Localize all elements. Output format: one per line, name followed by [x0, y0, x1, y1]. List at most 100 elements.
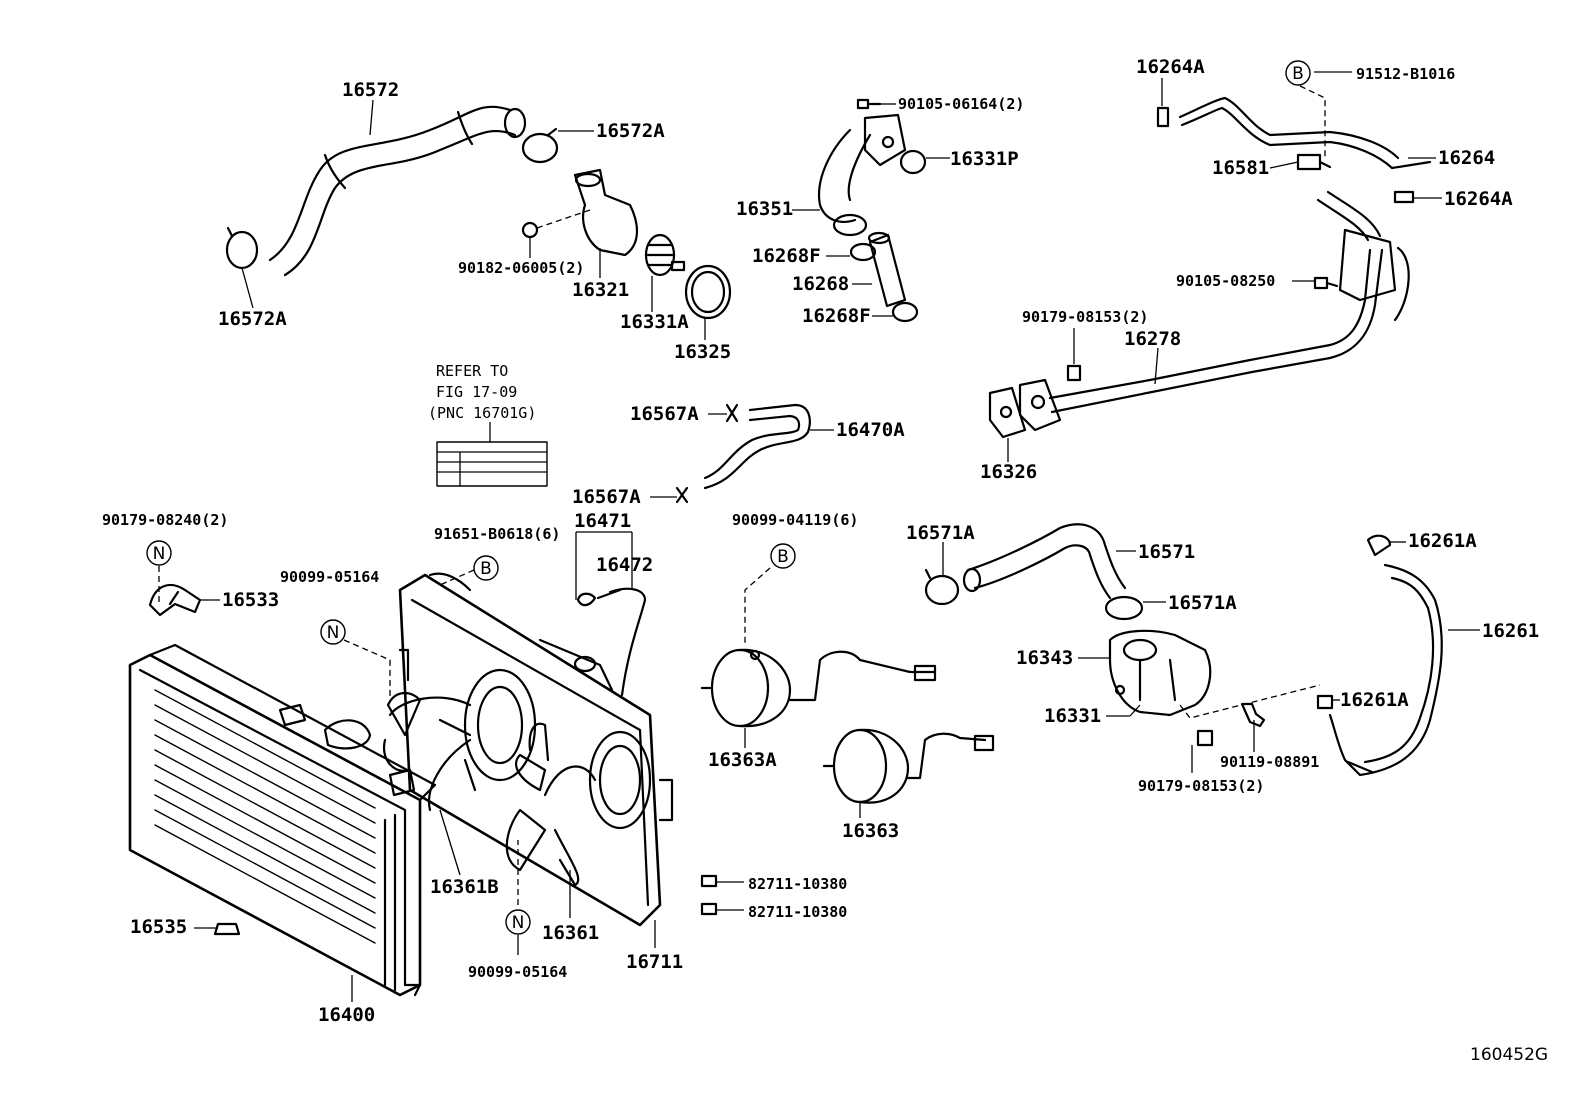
hose-16470A: [703, 403, 811, 490]
label-16567A-top: 16567A: [630, 403, 699, 425]
ref-line-90099-05164-top: [343, 639, 391, 700]
marker-b-91651: B: [473, 555, 499, 581]
label-90179-08240: 90179-08240(2): [102, 511, 228, 529]
ref-line-90099-04119: [744, 567, 771, 645]
leader-lines: [194, 71, 1480, 1002]
svg-text:N: N: [512, 913, 525, 933]
label-16331A: 16331A: [620, 311, 689, 333]
clips-82711: [700, 874, 718, 916]
hose-clamp-16571A-right: [1104, 595, 1144, 621]
hose-clamp-16572A-top: [521, 127, 559, 164]
label-16326: 16326: [980, 461, 1037, 483]
upper-radiator-hose-16572: [268, 105, 527, 277]
nut-90179-08153-top: [1066, 364, 1082, 382]
label-16321: 16321: [572, 279, 629, 301]
thermostat-16331: [1179, 684, 1321, 719]
lower-radiator-hose-16261: [1328, 563, 1443, 777]
label-16268F-bottom: 16268F: [802, 305, 871, 327]
fan-motor-16363: [822, 728, 995, 804]
radiator-cap-hose-16472: [596, 587, 647, 697]
radiator-16400: [128, 643, 437, 997]
hose-clamp-16261A-top: [1366, 534, 1392, 557]
bolt-90105-08250: [1313, 276, 1339, 290]
label-90105-08250: 90105-08250: [1176, 272, 1275, 290]
bracket-16581: [1296, 153, 1332, 171]
label-16567A-bottom: 16567A: [572, 486, 641, 508]
label-16471: 16471: [574, 510, 631, 532]
label-16264A-top: 16264A: [1136, 56, 1205, 78]
gasket-16331P: [899, 149, 927, 175]
label-16572: 16572: [342, 79, 399, 101]
o-ring-16268F-top: [849, 242, 877, 262]
label-16361: 16361: [542, 922, 599, 944]
label-90182-06005: 90182-06005(2): [458, 259, 584, 277]
clip-16471: [576, 592, 597, 607]
refer-note: REFER TO FIG 17-09 (PNC 16701G): [428, 362, 536, 422]
label-16351: 16351: [736, 198, 793, 220]
pipe-16268: [867, 231, 907, 308]
label-16572A-top: 16572A: [596, 120, 665, 142]
label-16261A-top: 16261A: [1408, 530, 1477, 552]
label-82711-10380-a: 82711-10380: [748, 875, 847, 893]
label-16363: 16363: [842, 820, 899, 842]
clip-16264A-top: [1156, 106, 1170, 128]
label-16571A-right: 16571A: [1168, 592, 1237, 614]
label-16711: 16711: [626, 951, 683, 973]
label-16363A: 16363A: [708, 749, 777, 771]
svg-text:N: N: [153, 544, 166, 564]
svg-text:B: B: [777, 547, 789, 567]
figure-id: 160452G: [1470, 1045, 1548, 1065]
label-16331: 16331: [1044, 705, 1101, 727]
label-82711-10380-b: 82711-10380: [748, 903, 847, 921]
marker-b-91512: B: [1285, 60, 1311, 86]
clip-16264A-right: [1393, 190, 1415, 204]
svg-text:B: B: [1292, 64, 1304, 84]
bolt-90119-08891: [1240, 702, 1266, 728]
water-inlet-housing-16343: [1108, 629, 1212, 717]
label-16331P: 16331P: [950, 148, 1019, 170]
marker-n-90099-05164-top: N: [320, 619, 346, 645]
clip-16567A-bottom: [675, 486, 689, 504]
label-16470A: 16470A: [836, 419, 905, 441]
fan-16361: [505, 722, 652, 887]
nut-90179-08153-bottom: [1196, 729, 1214, 747]
label-16264A-right: 16264A: [1444, 188, 1513, 210]
label-16533: 16533: [222, 589, 279, 611]
gasket-16326: [988, 386, 1027, 439]
label-90179-08153-bottom: 90179-08153(2): [1138, 777, 1264, 795]
label-16261: 16261: [1482, 620, 1539, 642]
refer-note-line-2: FIG 17-09: [436, 383, 517, 401]
label-16268F-top: 16268F: [752, 245, 821, 267]
label-16278: 16278: [1124, 328, 1181, 350]
label-16268: 16268: [792, 273, 849, 295]
drain-cock-16535: [213, 922, 241, 936]
marker-b-90099-04119: B: [770, 543, 796, 569]
label-90099-05164-top: 90099-05164: [280, 568, 379, 586]
label-90099-05164-bottom: 90099-05164: [468, 963, 567, 981]
ref-line-91512: [1299, 85, 1326, 160]
thermostat-16331A: [644, 233, 686, 277]
label-90099-04119: 90099-04119(6): [732, 511, 858, 529]
fan-motor-16363A: [700, 648, 937, 728]
label-16343: 16343: [1016, 647, 1073, 669]
gasket-16325: [684, 264, 732, 320]
label-16581: 16581: [1212, 157, 1269, 179]
o-ring-16268F-bottom: [891, 301, 919, 323]
label-91512-B1016: 91512-B1016: [1356, 65, 1455, 83]
label-90105-06164: 90105-06164(2): [898, 95, 1024, 113]
water-bypass-pipe-16264: [1178, 96, 1432, 170]
ref-line-91651: [439, 569, 475, 586]
label-91651-B0618: 91651-B0618(6): [434, 525, 560, 543]
label-16472: 16472: [596, 554, 653, 576]
marker-n-90099-05164-bottom: N: [505, 909, 531, 935]
water-inlet-16321: [573, 168, 638, 257]
label-90119-08891: 90119-08891: [1220, 753, 1319, 771]
label-16261A-mid: 16261A: [1340, 689, 1409, 711]
label-16325: 16325: [674, 341, 731, 363]
bracket-16533: [148, 583, 202, 617]
caution-label-plate: [436, 422, 548, 487]
svg-text:N: N: [327, 623, 340, 643]
label-16535: 16535: [130, 916, 187, 938]
label-90179-08153-top: 90179-08153(2): [1022, 308, 1148, 326]
